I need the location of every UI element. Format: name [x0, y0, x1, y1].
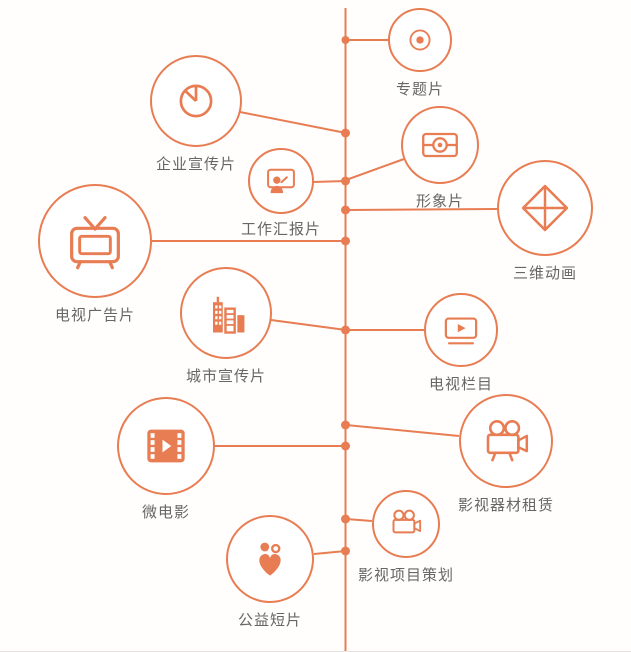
node-label: 公益短片 — [237, 611, 302, 629]
charity-heart-icon — [259, 542, 281, 576]
tv-program-icon — [444, 317, 478, 345]
node-circle — [424, 293, 498, 367]
node-label: 工作汇报片 — [240, 220, 321, 238]
junction-dot — [341, 176, 350, 186]
junction-dot — [341, 420, 350, 430]
record-icon — [409, 29, 431, 51]
node-label: 三维动画 — [512, 264, 577, 282]
junction-dot — [341, 205, 350, 215]
node-circle — [180, 267, 272, 359]
junction-dot — [341, 128, 350, 138]
node-circle — [388, 8, 452, 72]
node-label: 影视器材租赁 — [457, 496, 554, 514]
pie-timer-icon — [179, 84, 213, 118]
node-circle — [226, 515, 314, 603]
junction-dot — [341, 441, 350, 451]
node-circle — [401, 106, 479, 184]
tetrahedron-icon — [521, 184, 569, 232]
connector-line — [313, 550, 347, 555]
node-circle — [248, 148, 314, 214]
movie-camera-icon — [486, 420, 529, 462]
film-play-icon — [147, 429, 185, 463]
node-label: 电视栏目 — [428, 375, 493, 393]
city-buildings-icon — [213, 296, 245, 334]
connector-line — [312, 180, 347, 183]
connector-line — [239, 111, 347, 134]
camcorder-icon — [392, 509, 422, 534]
node-circle — [497, 160, 593, 256]
node-label: 专题片 — [395, 80, 444, 98]
viewfinder-icon — [422, 132, 458, 158]
connector-line — [345, 158, 405, 181]
node-label: 微电影 — [141, 503, 190, 521]
junction-dot — [341, 325, 350, 335]
connector-line — [345, 424, 460, 437]
node-circle — [117, 397, 215, 495]
node-circle — [459, 394, 553, 488]
node-label: 形象片 — [415, 192, 464, 210]
tv-icon — [70, 216, 120, 270]
node-circle — [38, 184, 152, 298]
presenter-icon — [267, 168, 295, 194]
node-label: 电视广告片 — [54, 306, 135, 324]
node-circle — [372, 490, 440, 558]
junction-dot — [341, 236, 350, 246]
node-label: 企业宣传片 — [155, 155, 236, 173]
node-label: 影视项目策划 — [357, 566, 454, 584]
node-label: 城市宣传片 — [185, 367, 266, 385]
connector-line — [345, 208, 498, 211]
connector-line — [270, 319, 347, 331]
junction-dot — [341, 546, 350, 556]
connector-line — [345, 518, 373, 522]
junction-dot — [341, 514, 350, 524]
node-circle — [150, 55, 242, 147]
junction-dot — [341, 36, 350, 44]
